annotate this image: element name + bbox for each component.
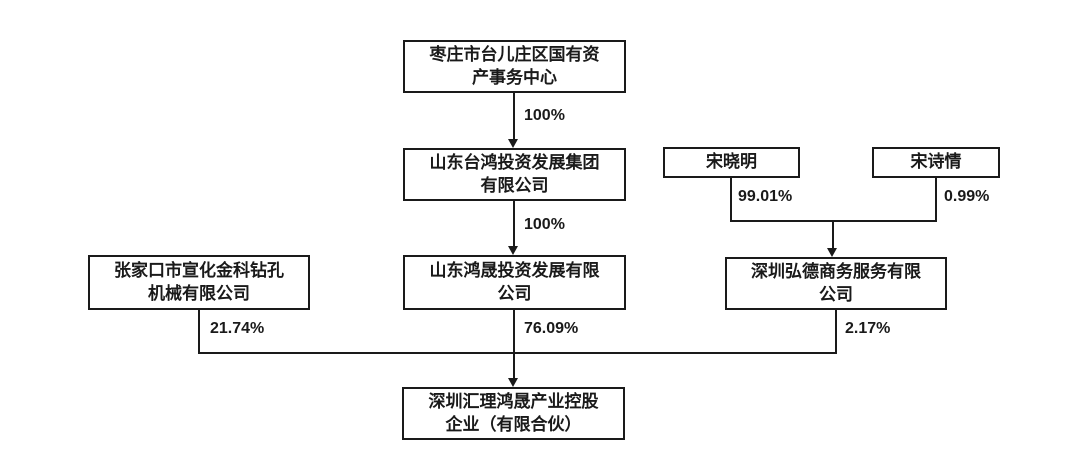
node-label-line1: 山东台鸿投资发展集团	[429, 152, 600, 172]
node-label-line2: 有限公司	[480, 175, 549, 195]
ownership-label-taihong-hongsheng: 100%	[524, 216, 565, 233]
connector-song-to-hongde	[832, 220, 834, 251]
node-hongsheng-investment: 山东鸿晟投资发展有限 公司	[403, 255, 626, 310]
node-state-assets-center: 枣庄市台儿庄区国有资 产事务中心	[403, 40, 626, 93]
node-label-line1: 张家口市宣化金科钻孔	[114, 260, 284, 280]
connector-state-to-taihong	[513, 93, 515, 142]
ownership-label-zhangjiakou: 21.74%	[210, 320, 265, 337]
node-hongde-business: 深圳弘德商务服务有限 公司	[725, 257, 947, 310]
arrowhead-hongde	[827, 248, 837, 257]
connector-hongde-down	[835, 310, 837, 354]
arrowhead-taihong	[508, 139, 518, 148]
ownership-label-songshiqing: 0.99%	[944, 188, 990, 205]
node-song-xiaoming: 宋晓明	[663, 147, 800, 178]
ownership-label-hongde: 2.17%	[845, 320, 891, 337]
connector-taihong-to-hongsheng	[513, 201, 515, 249]
node-label-line1: 山东鸿晟投资发展有限	[429, 260, 600, 280]
ownership-label-hongsheng: 76.09%	[524, 320, 579, 337]
node-label-line1: 枣庄市台儿庄区国有资	[429, 44, 600, 64]
arrowhead-hongsheng	[508, 246, 518, 255]
node-label-line2: 企业（有限合伙）	[445, 414, 582, 434]
connector-songshiqing-down	[935, 178, 937, 222]
node-label-line1: 深圳弘德商务服务有限	[751, 261, 921, 281]
node-label-line2: 机械有限公司	[148, 283, 250, 303]
node-label-line2: 公司	[819, 284, 853, 304]
node-zhangjiakou-machinery: 张家口市宣化金科钻孔 机械有限公司	[88, 255, 310, 310]
node-huili-hongsheng-partnership: 深圳汇理鸿晟产业控股 企业（有限合伙）	[402, 387, 625, 440]
ownership-label-state-taihong: 100%	[524, 107, 565, 124]
node-song-shiqing: 宋诗情	[872, 147, 1000, 178]
node-label-line2: 产事务中心	[472, 67, 557, 87]
connector-zhangjiakou-down	[198, 310, 200, 354]
node-label-line1: 深圳汇理鸿晟产业控股	[428, 391, 599, 411]
connector-hongsheng-to-partnership	[513, 310, 515, 381]
connector-merge-horizontal	[198, 352, 837, 354]
node-label-line1: 宋诗情	[910, 152, 962, 172]
connector-songxiaoming-down	[730, 178, 732, 222]
node-label-line2: 公司	[497, 283, 532, 303]
node-taihong-group: 山东台鸿投资发展集团 有限公司	[403, 148, 626, 201]
node-label-line1: 宋晓明	[706, 152, 757, 172]
ownership-label-songxiaoming: 99.01%	[738, 188, 793, 205]
arrowhead-partnership	[508, 378, 518, 387]
